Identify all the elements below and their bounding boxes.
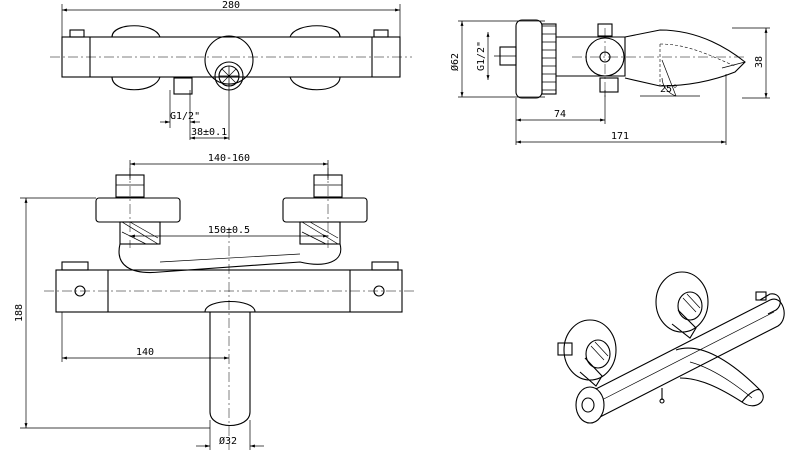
iso-left-knob: [575, 386, 605, 424]
wall-flange-side: [515, 19, 543, 99]
left-wall-flange: [95, 197, 181, 223]
side-thread-label: G1/2": [476, 41, 487, 71]
spout-front: [209, 312, 251, 426]
spout-angle-label: 25°: [660, 84, 678, 95]
spout-height-label: 38: [754, 56, 765, 68]
valve-body-side: [556, 36, 626, 77]
center-distance-label: 150±0.5: [208, 225, 250, 236]
mixer-body-front: [55, 269, 403, 313]
side-diameter-label: Ø62: [449, 53, 461, 71]
iso-body: [589, 298, 785, 419]
spout-offset-label: 140: [136, 347, 154, 358]
left-knob-center: [74, 285, 86, 297]
spout-diameter-label: Ø32: [219, 435, 237, 447]
total-depth-label: 171: [611, 131, 629, 142]
connecting-arms: [118, 243, 342, 274]
spout-side: [624, 29, 746, 87]
iso-left-flange: [563, 319, 617, 381]
side-view: Ø62 G1/2" 38 25°: [449, 19, 770, 145]
overall-width-label: 280: [222, 0, 240, 11]
inlet-stub-top: [173, 77, 193, 95]
offset-label: 38±0.1: [191, 127, 227, 138]
top-thread-label: G1/2": [170, 111, 200, 122]
connection-range-label: 140-160: [208, 153, 250, 164]
isometric-view: [557, 271, 785, 424]
right-wall-flange: [282, 197, 368, 223]
depth-outlet-label: 74: [554, 109, 566, 120]
front-view: 140-160 150±0.5: [14, 153, 414, 450]
iso-spout: [675, 347, 764, 407]
top-view: 280 G1/2" 38±0.1: [50, 0, 412, 140]
total-height-label: 188: [14, 304, 25, 322]
right-handle-top: [289, 25, 341, 38]
iso-right-flange: [655, 271, 709, 333]
left-handle-top: [111, 25, 161, 38]
right-knob-center: [373, 285, 385, 297]
